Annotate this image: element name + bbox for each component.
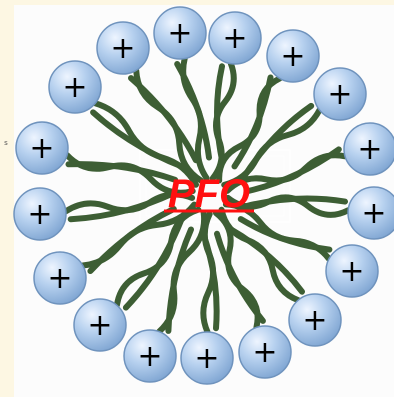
head-circle — [208, 11, 262, 65]
surfactant-head: + — [325, 244, 379, 298]
center-label: PFO — [168, 172, 250, 216]
head-circle — [343, 122, 394, 176]
surfactant-head: + — [48, 60, 102, 114]
positive-charge-symbol: + — [167, 16, 192, 51]
positive-charge-symbol: + — [110, 31, 135, 66]
surfactant-head: + — [347, 186, 394, 240]
positive-charge-symbol: + — [194, 341, 219, 376]
surfactant-tail — [122, 218, 184, 311]
surfactant-head: + — [73, 298, 127, 352]
head-circle — [33, 251, 87, 305]
head-circle — [347, 186, 394, 240]
surfactant-tail — [67, 191, 175, 223]
head-circle — [73, 298, 127, 352]
surfactant-tail — [65, 161, 179, 183]
surfactant-tail — [214, 63, 225, 163]
head-circle — [266, 29, 320, 83]
surfactant-tail — [87, 206, 177, 274]
surfactant-head: + — [266, 29, 320, 83]
surfactant-head: + — [343, 122, 394, 176]
positive-charge-symbol: + — [280, 39, 305, 74]
surfactant-head: + — [238, 325, 292, 379]
surfactant-head: + — [313, 67, 367, 121]
positive-charge-symbol: + — [27, 197, 52, 232]
head-circle — [238, 325, 292, 379]
margin-mark: s — [4, 139, 8, 147]
surfactant-tail — [237, 216, 333, 253]
head-circle — [15, 121, 69, 175]
surfactant-head: + — [123, 329, 177, 383]
surfactant-tails — [62, 55, 352, 335]
surfactant-tail — [231, 74, 274, 170]
surfactant-tail — [227, 225, 305, 295]
surfactant-tail — [90, 109, 188, 171]
surfactant-head: + — [208, 11, 262, 65]
surfactant-head: + — [33, 251, 87, 305]
head-circle — [13, 187, 67, 241]
head-circle — [325, 244, 379, 298]
positive-charge-symbol: + — [327, 77, 352, 112]
surfactant-tail — [244, 195, 348, 209]
head-circle — [123, 329, 177, 383]
surfactant-tail — [214, 230, 266, 324]
surfactant-head: + — [15, 121, 69, 175]
surfactant-head: + — [153, 6, 207, 60]
positive-charge-symbol: + — [29, 131, 54, 166]
surfactant-tail — [174, 61, 212, 161]
positive-charge-symbol: + — [62, 70, 87, 105]
positive-charge-symbol: + — [137, 339, 162, 374]
head-circle — [48, 60, 102, 114]
positive-charge-symbol: + — [252, 335, 277, 370]
head-circle — [180, 331, 234, 385]
positive-charge-symbol: + — [357, 132, 382, 167]
positive-charge-symbol: + — [47, 261, 72, 296]
surfactant-tail — [165, 226, 194, 334]
head-circle — [288, 293, 342, 347]
surfactant-head: + — [96, 21, 150, 75]
positive-charge-symbol: + — [361, 196, 386, 231]
positive-charge-symbol: + — [302, 303, 327, 338]
surfactant-head: + — [288, 293, 342, 347]
head-circle — [96, 21, 150, 75]
head-circle — [313, 67, 367, 121]
surfactant-head: + — [13, 187, 67, 241]
surfactant-tail — [200, 230, 220, 332]
positive-charge-symbol: + — [222, 21, 247, 56]
surfactant-tail — [156, 209, 208, 335]
surfactant-tail — [128, 75, 199, 164]
surfactant-tail — [240, 102, 315, 181]
surfactant-tail — [245, 146, 342, 194]
positive-charge-symbol: + — [87, 308, 112, 343]
head-circle — [153, 6, 207, 60]
surfactant-heads: +++++++++++++++++ — [13, 6, 394, 385]
positive-charge-symbol: + — [339, 254, 364, 289]
surfactant-head: + — [180, 331, 234, 385]
